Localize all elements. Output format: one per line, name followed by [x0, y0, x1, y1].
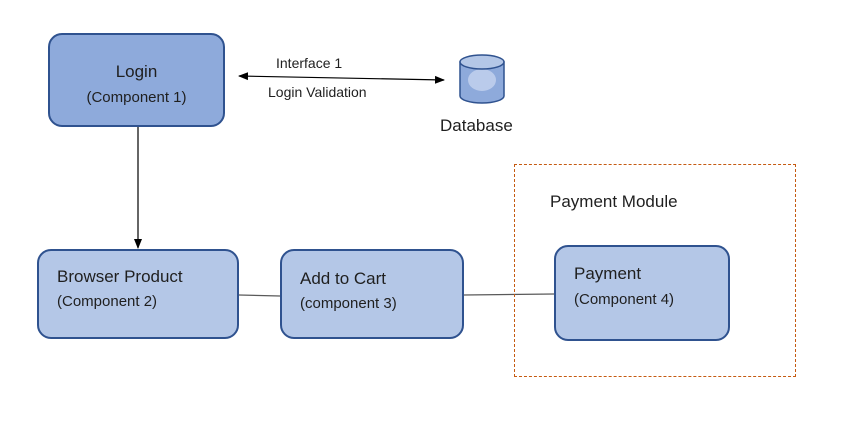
- payment-title: Payment: [574, 264, 642, 283]
- cart-subtitle: (component 3): [300, 295, 397, 312]
- login-subtitle: (Component 1): [86, 89, 187, 106]
- login-component: Login (Component 1): [48, 33, 225, 127]
- add-to-cart-component: Add to Cart (component 3): [280, 249, 464, 339]
- payment-subtitle: (Component 4): [574, 291, 675, 308]
- browse-cart-connector: [238, 294, 281, 297]
- database-icon: [459, 54, 505, 104]
- login-title: Login: [115, 62, 158, 81]
- payment-component: Payment (Component 4): [554, 245, 730, 341]
- payment-module-boundary: [514, 164, 796, 377]
- payment-module-label: Payment Module: [550, 192, 678, 211]
- cart-payment-connector: [463, 293, 555, 296]
- interface-arrow: [238, 72, 445, 84]
- login-validation-label: Login Validation: [268, 84, 367, 100]
- cart-title: Add to Cart: [300, 269, 386, 288]
- database-label: Database: [440, 116, 513, 135]
- interface-label: Interface 1: [276, 55, 343, 71]
- browse-subtitle: (Component 2): [57, 293, 158, 310]
- browse-title: Browser Product: [57, 267, 183, 286]
- browse-product-component: Browser Product (Component 2): [37, 249, 239, 339]
